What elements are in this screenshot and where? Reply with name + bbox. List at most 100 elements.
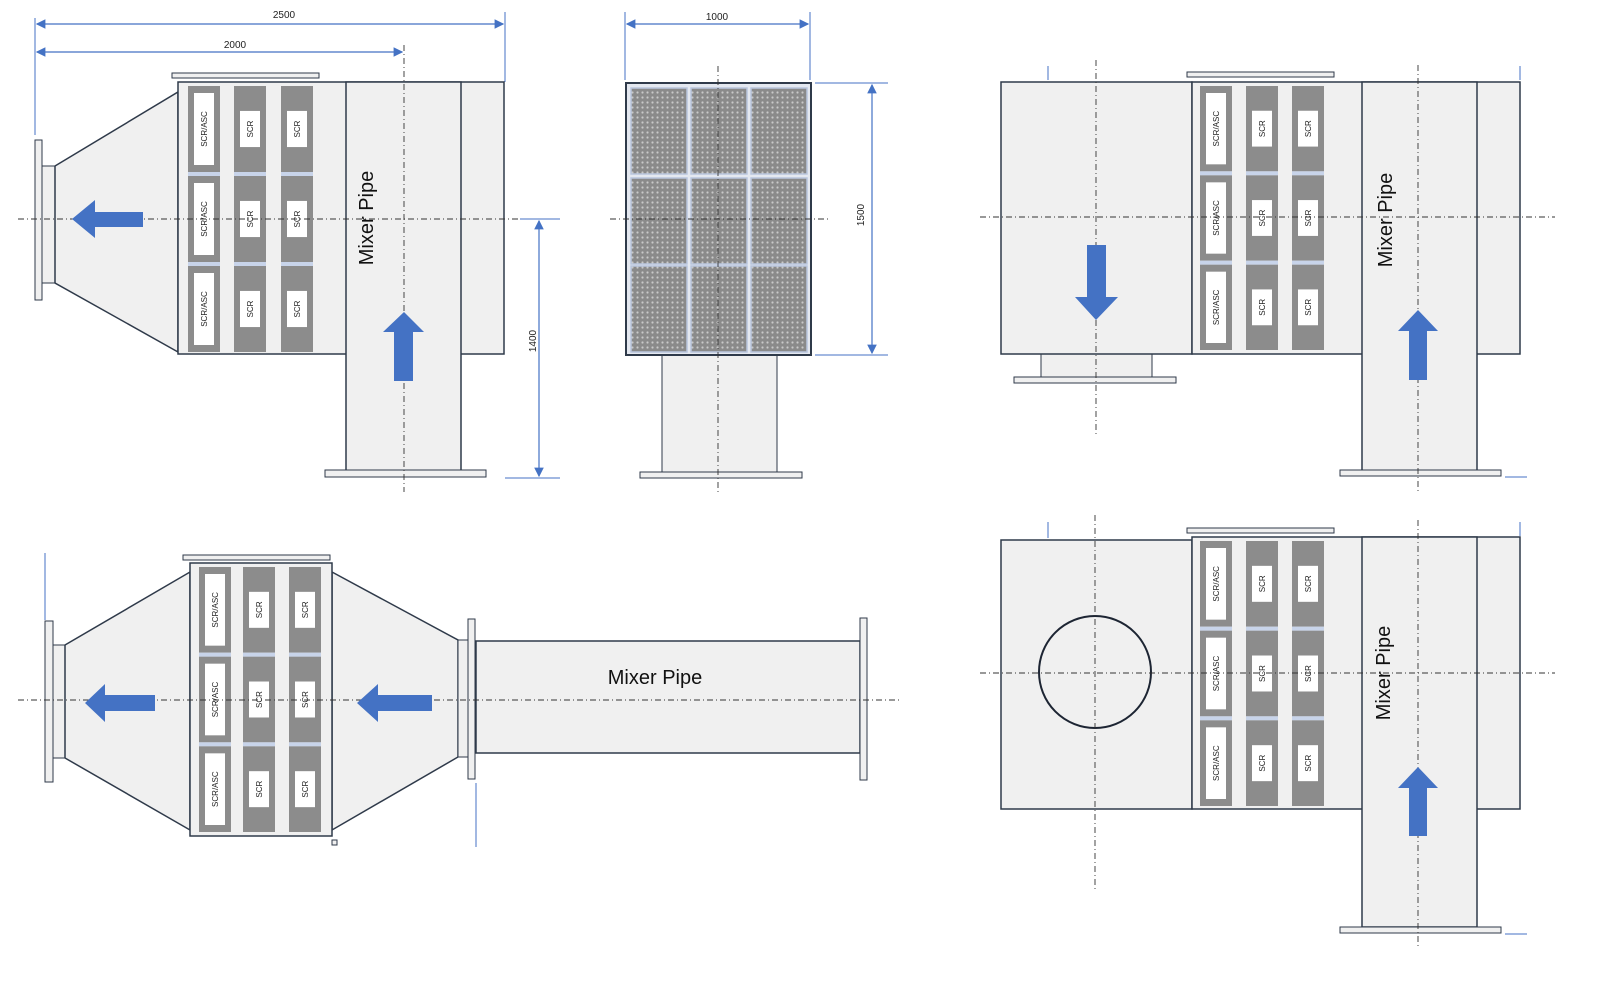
catalyst-module-face <box>750 177 808 265</box>
catalyst-label-box <box>1252 745 1272 782</box>
catalyst-module-face <box>690 265 748 353</box>
catalyst-separator <box>281 262 313 266</box>
catalyst-label-box <box>1298 745 1318 782</box>
catalyst-separator <box>289 742 321 747</box>
catalyst-label-box <box>1298 110 1318 147</box>
catalyst-separator <box>243 652 275 657</box>
catalyst-separator <box>281 172 313 176</box>
catalyst-label-scr: SCR <box>255 601 264 618</box>
mixer-flange <box>859 617 868 781</box>
flow-arrow-up-icon <box>1398 767 1438 836</box>
catalyst-label-scr: SCR <box>246 210 255 227</box>
catalyst-label-scr-asc: SCR/ASC <box>1212 111 1221 147</box>
catalyst-label-box <box>205 663 225 736</box>
catalyst-label-box <box>1206 182 1226 254</box>
catalyst-module-face <box>750 265 808 353</box>
catalyst-label-box <box>287 110 307 148</box>
top-flange <box>182 554 331 561</box>
catalyst-label-box <box>1252 565 1272 602</box>
dimension-label-1000: 1000 <box>706 12 729 23</box>
catalyst-label-scr: SCR <box>1258 299 1267 316</box>
catalyst-label-scr: SCR <box>1258 575 1267 592</box>
catalyst-label-scr: SCR <box>301 601 310 618</box>
flow-arrow-left-icon <box>85 684 155 722</box>
catalyst-label-box <box>1252 289 1272 326</box>
variant-inline-view: SCR/ASCSCR/ASCSCR/ASCSCRSCRSCRSCRSCRSCR … <box>18 553 900 847</box>
outlet-flange <box>34 139 43 301</box>
catalyst-separator <box>1200 260 1232 265</box>
catalyst-label-box <box>1298 289 1318 326</box>
catalyst-label-scr-asc: SCR/ASC <box>211 592 220 628</box>
catalyst-separator <box>1292 626 1324 631</box>
catalyst-separator <box>234 172 266 176</box>
outlet-flange <box>44 620 54 783</box>
outlet-box <box>1000 539 1193 810</box>
drain-stub <box>331 839 338 846</box>
mixer-pipe-label: Mixer Pipe <box>608 667 702 689</box>
catalyst-module-face <box>630 87 688 175</box>
catalyst-label-box <box>194 273 214 345</box>
inlet-pipe <box>661 354 778 473</box>
side-view-top-left: 2500 2000 SCR/ASCSCR/ASCSCR/ASCSCRSCRSCR… <box>18 10 560 492</box>
catalyst-label-scr-asc: SCR/ASC <box>200 291 209 327</box>
catalyst-label-box <box>249 681 269 718</box>
catalyst-label-box <box>1206 271 1226 343</box>
front-view: 1000 1500 <box>610 12 888 492</box>
catalyst-label-scr: SCR <box>293 210 302 227</box>
catalyst-label-scr: SCR <box>1304 754 1313 771</box>
catalyst-label-box <box>295 591 315 628</box>
catalyst-label-box <box>1206 93 1226 165</box>
flow-arrow-left-icon <box>72 200 143 238</box>
catalyst-label-box <box>1298 565 1318 602</box>
catalyst-module-face <box>690 177 748 265</box>
catalyst-module-face <box>750 87 808 175</box>
inlet-neck <box>457 639 469 758</box>
inlet-flange <box>1339 926 1502 934</box>
catalyst-label-box <box>205 574 225 646</box>
catalyst-separator <box>243 742 275 747</box>
catalyst-separator <box>1200 716 1232 721</box>
flow-arrow-down-icon <box>1075 245 1118 320</box>
flow-arrow-up-icon <box>1398 310 1438 380</box>
catalyst-label-box <box>1252 110 1272 147</box>
catalyst-grid <box>630 87 808 353</box>
catalyst-label-scr: SCR <box>255 780 264 797</box>
inlet-flange <box>324 469 487 478</box>
catalyst-label-box <box>240 200 260 238</box>
catalyst-label-scr-asc: SCR/ASC <box>1212 200 1221 236</box>
catalyst-separator <box>234 262 266 266</box>
variant-round-outlet-view: SCR/ASCSCR/ASCSCR/ASCSCRSCRSCRSCRSCRSCR … <box>980 515 1555 948</box>
catalyst-label-box <box>1206 637 1226 710</box>
catalyst-label-scr-asc: SCR/ASC <box>211 771 220 807</box>
catalyst-separator <box>199 742 231 747</box>
catalyst-label-box <box>295 771 315 808</box>
catalyst-label-scr: SCR <box>293 120 302 137</box>
catalyst-separator <box>188 172 220 176</box>
catalyst-label-box <box>1206 548 1226 620</box>
mixer-pipe-label: Mixer Pipe <box>1375 173 1397 267</box>
inlet-flange <box>639 471 803 479</box>
dimension-label-2500: 2500 <box>273 10 296 21</box>
outlet-flange <box>1013 376 1177 384</box>
catalyst-label-box <box>249 771 269 808</box>
catalyst-separator <box>199 652 231 657</box>
catalyst-label-box <box>194 93 214 165</box>
flow-arrow-up-icon <box>383 312 424 381</box>
catalyst-separator <box>188 262 220 266</box>
dimension-label-1500: 1500 <box>856 203 867 226</box>
flow-arrow-left-icon <box>357 684 432 722</box>
mixer-pipe <box>345 81 462 473</box>
catalyst-label-scr-asc: SCR/ASC <box>200 111 209 147</box>
catalyst-label-box <box>1298 655 1318 692</box>
catalyst-label-scr-asc: SCR/ASC <box>1212 745 1221 781</box>
catalyst-module-face <box>690 87 748 175</box>
catalyst-label-box <box>1252 200 1272 236</box>
catalyst-separator <box>1200 626 1232 631</box>
catalyst-label-scr: SCR <box>301 691 310 708</box>
catalyst-label-scr: SCR <box>255 691 264 708</box>
catalyst-separator <box>1292 171 1324 176</box>
catalyst-separator <box>289 652 321 657</box>
